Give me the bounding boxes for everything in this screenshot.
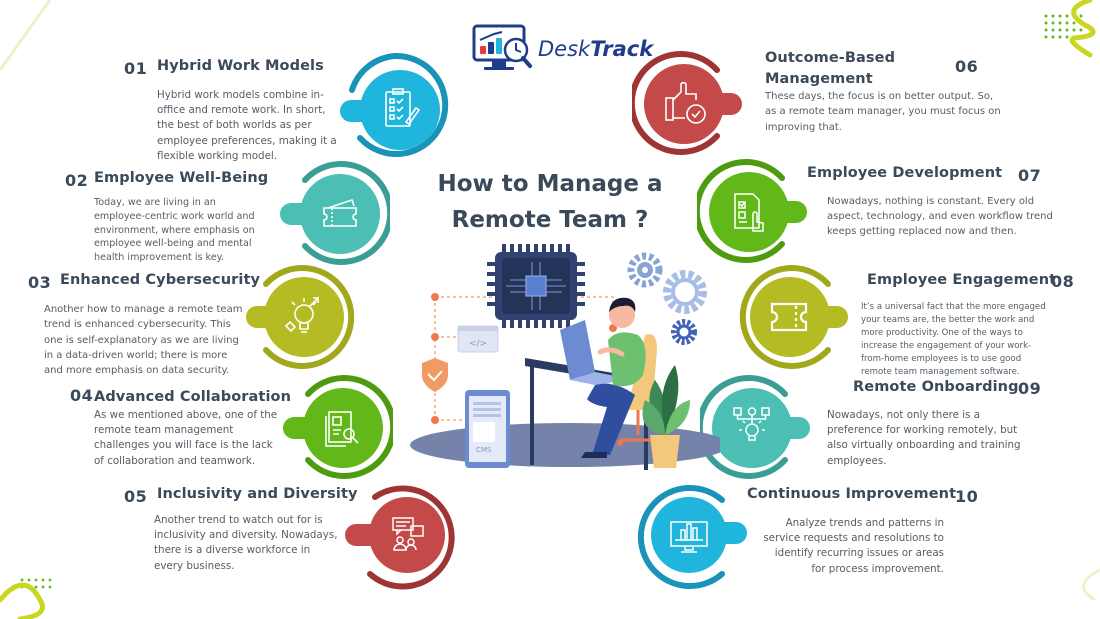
item-01-description: Hybrid work models combine in-office and… (157, 89, 337, 162)
thumbs-up-check-icon (665, 81, 706, 124)
ticket-icon (770, 302, 808, 332)
tablet-cms-icon: CMS (465, 390, 510, 468)
item-07-badge (697, 156, 807, 266)
gears-icon (627, 252, 707, 345)
team-chat-icon (392, 517, 424, 551)
page-title: How to Manage a Remote Team ? (437, 171, 663, 233)
item-02-number: 02 (65, 171, 89, 190)
item-06-badge (632, 48, 742, 158)
checklist-hand-icon (734, 193, 764, 232)
remote-worker-illustration: </> CMS (410, 244, 720, 470)
item-06-number: 06 (955, 57, 979, 76)
item-04-number: 04 (70, 386, 94, 405)
item-01-title: Hybrid Work Models (157, 58, 324, 74)
item-09-title: Remote Onboarding (853, 379, 1019, 395)
item-04-badge (283, 372, 393, 482)
item-07-description: Nowadays, nothing is constant. Every old… (827, 196, 1053, 237)
item-01-badge (340, 50, 450, 160)
monitor-chart-icon (670, 521, 708, 553)
item-07-title: Employee Development (807, 165, 1003, 181)
tickets-icon (323, 198, 357, 227)
item-05-number: 05 (124, 487, 148, 506)
item-05-title: Inclusivity and Diversity (157, 486, 358, 502)
security-shield-icon (422, 358, 448, 392)
decorative-squiggle-top-left (0, 0, 52, 71)
item-08-number: 08 (1051, 272, 1075, 291)
decorative-squiggle-top-right (1044, 0, 1096, 58)
item-08-title: Employee Engagement (867, 272, 1057, 288)
item-02-title: Employee Well-Being (94, 170, 269, 186)
decorative-squiggle-bottom-right (1082, 568, 1100, 602)
decorative-squiggle-bottom-left (0, 578, 52, 619)
item-10-number: 10 (955, 487, 979, 506)
item-08-description: It’s a universal fact that the more enga… (861, 302, 1046, 377)
item-10-title: Continuous Improvement (747, 486, 957, 502)
idea-network-icon (733, 407, 770, 441)
item-09-number: 09 (1018, 379, 1042, 398)
svg-text:</>: </> (469, 339, 487, 349)
cpu-chip-icon (487, 244, 585, 328)
item-03-title: Enhanced Cybersecurity (60, 272, 261, 288)
potted-plant-icon (642, 365, 690, 468)
item-03-badge (246, 262, 356, 372)
item-02-badge (280, 158, 390, 268)
document-search-icon (325, 411, 359, 447)
item-03-number: 03 (28, 273, 52, 292)
item-08-badge (738, 262, 848, 372)
logo-wordmark: DeskTrack (538, 37, 654, 61)
desktrack-logo: DeskTrack (472, 24, 653, 74)
item-09-badge (700, 372, 810, 482)
item-04-title: Advanced Collaboration (94, 389, 292, 405)
item-06-description: These days, the focus is on better outpu… (765, 91, 1001, 133)
item-10-badge (637, 482, 747, 592)
checklist-icon (385, 88, 421, 127)
monitor-analytics-icon (472, 24, 532, 70)
code-window-icon: </> (457, 325, 499, 353)
item-07-number: 07 (1018, 166, 1042, 185)
item-05-badge (345, 482, 455, 592)
item-01-number: 01 (124, 59, 148, 78)
lightbulb-idea-icon (284, 296, 319, 333)
svg-text:CMS: CMS (476, 446, 492, 454)
